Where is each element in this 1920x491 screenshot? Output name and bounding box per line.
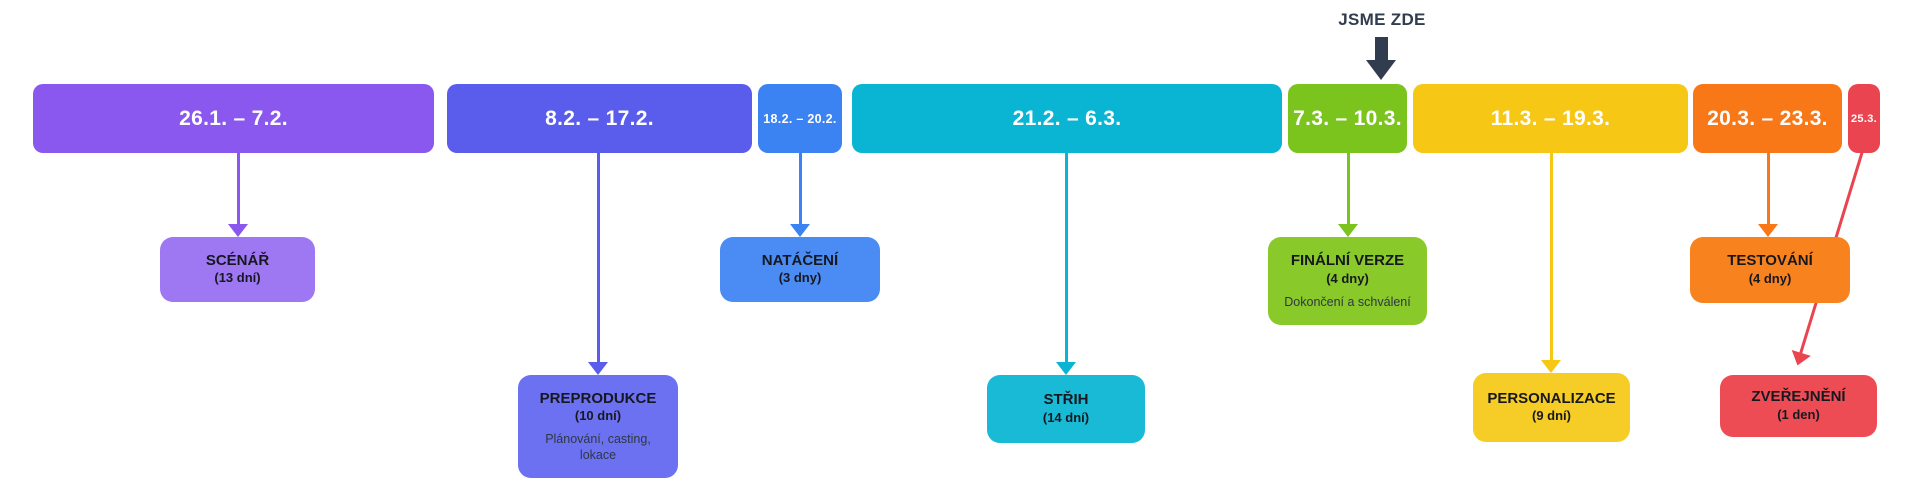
task-title: STŘIH	[1043, 391, 1089, 409]
task-title: SCÉNÁŘ	[205, 251, 270, 269]
arrowhead-icon	[1056, 362, 1076, 375]
task-card-personalizace: PERSONALIZACE (9 dní)	[1473, 373, 1630, 442]
here-marker-label: JSME ZDE	[1338, 10, 1426, 29]
task-card-zverejneni: ZVEŘEJNĚNÍ (1 den)	[1720, 375, 1877, 437]
timeline-bar-preprodukce: 8.2. – 17.2.	[447, 84, 752, 153]
task-duration: (9 dní)	[1532, 408, 1571, 424]
arrow-line	[799, 153, 802, 224]
arrow-line	[597, 153, 600, 362]
task-duration: (13 dní)	[214, 270, 261, 286]
task-subtitle: Plánování, casting, lokace	[545, 432, 651, 462]
timeline-bar-zverejneni: 25.3.	[1848, 84, 1880, 153]
timeline-bar-nataceni: 18.2. – 20.2.	[758, 84, 842, 153]
task-duration: (14 dní)	[1042, 409, 1090, 425]
task-card-finalni-verze: FINÁLNÍ VERZE (4 dny) Dokončení a schvál…	[1268, 237, 1427, 325]
task-title: PREPRODUKCE	[539, 389, 657, 407]
bar-date-range: 11.3. – 19.3.	[1490, 106, 1611, 130]
task-card-scenar: SCÉNÁŘ (13 dní)	[160, 237, 315, 302]
arrowhead-icon	[1338, 224, 1358, 237]
arrow-line	[1767, 153, 1770, 224]
arrowhead-icon	[1758, 224, 1778, 237]
bar-date-range: 20.3. – 23.3.	[1707, 106, 1828, 130]
bar-date-range: 25.3.	[1851, 112, 1877, 125]
timeline-bar-personalizace: 11.3. – 19.3.	[1413, 84, 1688, 153]
task-duration: (3 dny)	[778, 270, 822, 286]
task-card-preprodukce: PREPRODUKCE (10 dní) Plánování, casting,…	[518, 375, 678, 478]
arrow-line	[1550, 153, 1553, 360]
task-title: PERSONALIZACE	[1487, 389, 1616, 407]
task-subtitle: Dokončení a schválení	[1284, 294, 1411, 309]
timeline-bar-testovani: 20.3. – 23.3.	[1693, 84, 1842, 153]
bar-date-range: 8.2. – 17.2.	[545, 106, 654, 130]
timeline-bar-scenar: 26.1. – 7.2.	[33, 84, 434, 153]
task-card-strih: STŘIH (14 dní)	[987, 375, 1145, 443]
task-card-testovani: TESTOVÁNÍ (4 dny)	[1690, 237, 1850, 303]
task-title: FINÁLNÍ VERZE	[1290, 251, 1405, 269]
task-title: TESTOVÁNÍ	[1727, 252, 1813, 270]
arrowhead-icon	[588, 362, 608, 375]
timeline-bar-finalni-verze: 7.3. – 10.3.	[1288, 84, 1407, 153]
arrowhead-icon	[228, 224, 248, 237]
bar-date-range: 18.2. – 20.2.	[763, 111, 837, 126]
task-duration: (4 dny)	[1748, 270, 1792, 286]
bar-date-range: 21.2. – 6.3.	[1012, 106, 1122, 130]
task-card-nataceni: NATÁČENÍ (3 dny)	[720, 237, 880, 302]
task-title: ZVEŘEJNĚNÍ	[1751, 388, 1846, 406]
down-arrow-icon	[1366, 60, 1396, 80]
task-duration: (4 dny)	[1326, 270, 1369, 286]
arrowhead-icon	[790, 224, 810, 237]
arrowhead-icon	[1787, 349, 1811, 369]
task-title: NATÁČENÍ	[761, 251, 839, 269]
arrow-line	[237, 153, 240, 224]
down-arrow-icon	[1375, 37, 1388, 61]
bar-date-range: 26.1. – 7.2.	[179, 106, 288, 130]
arrowhead-icon	[1541, 360, 1561, 373]
timeline-bar-strih: 21.2. – 6.3.	[852, 84, 1282, 153]
arrow-line	[1065, 153, 1068, 362]
bar-date-range: 7.3. – 10.3.	[1293, 106, 1402, 130]
task-duration: (10 dní)	[574, 408, 622, 424]
arrow-line	[1347, 153, 1350, 224]
task-duration: (1 den)	[1777, 406, 1820, 422]
